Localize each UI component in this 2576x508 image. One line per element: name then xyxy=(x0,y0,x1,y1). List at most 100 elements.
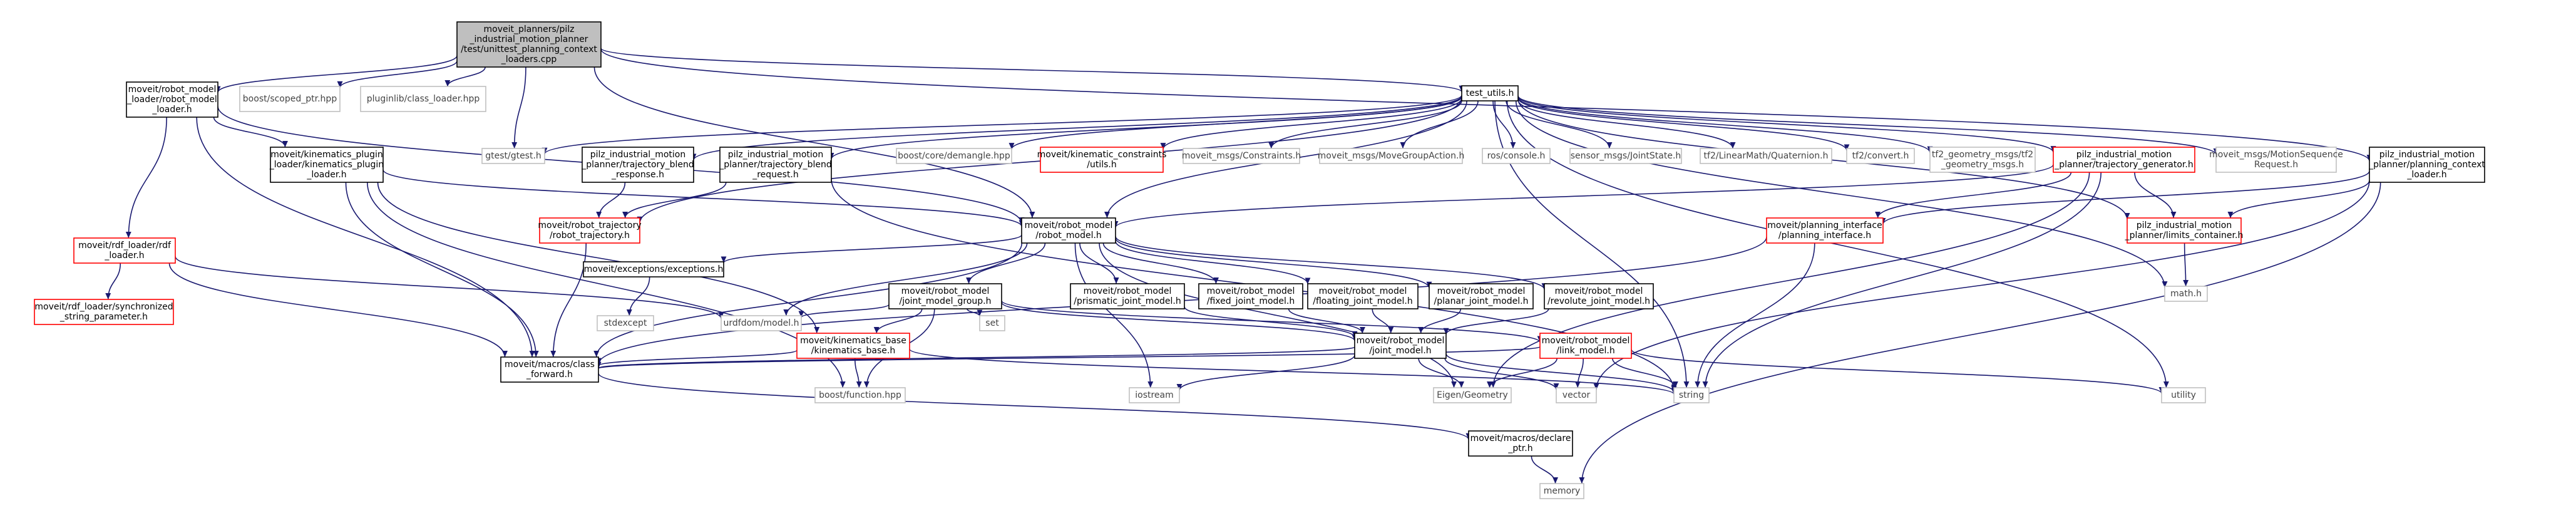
node-box xyxy=(1319,148,1463,164)
node-label: _loader.h xyxy=(2406,170,2446,180)
node-label: moveit/robot_model xyxy=(1084,286,1172,296)
node-boost-function[interactable]: boost/function.hpp xyxy=(814,387,906,403)
node-box xyxy=(1929,147,2036,173)
edge-joint_model-to-string xyxy=(1445,353,1677,393)
node-label: moveit/robot_model xyxy=(1025,220,1113,231)
node-rdf-loader[interactable]: moveit/rdf_loader/rdf_loader.h xyxy=(73,237,176,264)
edge-test_utils-to-gtest xyxy=(541,95,1462,155)
node-traj-blend-response[interactable]: pilz_industrial_motion_planner/trajector… xyxy=(581,147,694,183)
node-stdexcept[interactable]: stdexcept xyxy=(597,315,654,331)
node-box xyxy=(270,147,384,183)
node-label: _planner/trajectory_blend xyxy=(719,160,831,170)
node-test-utils[interactable]: test_utils.h xyxy=(1461,85,1519,101)
node-set[interactable]: set xyxy=(979,315,1005,331)
node-box xyxy=(814,387,906,403)
node-root[interactable]: moveit_planners/pilz_industrial_motion_p… xyxy=(456,21,602,68)
node-urdfdom-model[interactable]: urdfdom/model.h xyxy=(721,315,802,331)
edge-fixed_joint-to-joint_model xyxy=(1288,308,1365,334)
node-label: /test/unittest_planning_context xyxy=(461,44,597,54)
node-limits-container[interactable]: pilz_industrial_motion_planner/limits_co… xyxy=(2125,217,2244,244)
node-label: moveit/robot_model xyxy=(1437,286,1526,296)
node-box xyxy=(2215,147,2337,173)
edge-revolute_joint-to-joint_model xyxy=(1443,308,1549,335)
node-utility[interactable]: utility xyxy=(2161,387,2206,403)
node-label: gtest/gtest.h xyxy=(485,151,541,161)
edge-test_utils-to-demangle xyxy=(1008,96,1462,150)
node-exceptions[interactable]: moveit/exceptions/exceptions.h xyxy=(583,261,724,277)
node-memory[interactable]: memory xyxy=(1539,483,1584,499)
node-ros-console[interactable]: ros/console.h xyxy=(1482,148,1551,164)
node-constraints[interactable]: moveit_msgs/Constraints.h xyxy=(1182,148,1301,164)
node-tf2-geometry-msgs[interactable]: tf2_geometry_msgs/tf2_geometry_msgs.h xyxy=(1929,147,2036,173)
node-planning-context-loader[interactable]: pilz_industrial_motion_planner/planning_… xyxy=(2368,147,2485,183)
edge-joint_model-to-class_forward xyxy=(596,346,1355,369)
node-prismatic-joint[interactable]: moveit/robot_model/prismatic_joint_model… xyxy=(1070,283,1185,309)
node-label: moveit_msgs/MotionSequence xyxy=(2209,150,2343,160)
node-robot-model-loader[interactable]: moveit/robot_model_loader/robot_model_lo… xyxy=(126,81,218,118)
node-box xyxy=(1673,387,1710,403)
node-synchronized-string-param[interactable]: moveit/rdf_loader/synchronized_string_pa… xyxy=(34,299,174,325)
node-planning-interface[interactable]: moveit/planning_interface/planning_inter… xyxy=(1766,217,1884,244)
edge-root-to-robot_model_loader xyxy=(215,55,458,93)
node-scoped-ptr[interactable]: boost/scoped_ptr.hpp xyxy=(239,86,341,112)
node-label: math.h xyxy=(2170,289,2202,299)
edge-robot_model-to-prismatic_joint xyxy=(1079,242,1119,284)
node-label: moveit/planning_interface xyxy=(1767,220,1882,231)
node-label: /floating_joint_model.h xyxy=(1313,296,1412,306)
node-label: tf2/LinearMath/Quaternion.h xyxy=(1704,151,1829,161)
edge-test_utils-to-move_group_action xyxy=(1400,100,1479,149)
node-class-loader[interactable]: pluginlib/class_loader.hpp xyxy=(360,86,486,112)
node-move-group-action[interactable]: moveit_msgs/MoveGroupAction.h xyxy=(1318,148,1465,164)
node-kinematics-base[interactable]: moveit/kinematics_base/kinematics_base.h xyxy=(796,333,910,359)
edge-traj_generator-to-planning_interface xyxy=(1875,172,2072,219)
edge-robot_model-to-iostream xyxy=(1074,242,1154,388)
node-box xyxy=(1461,85,1519,101)
node-floating-joint[interactable]: moveit/robot_model/floating_joint_model.… xyxy=(1307,283,1419,309)
edge-planning_context_loader-to-planning_interface xyxy=(1880,170,2370,225)
node-kin-constraints-utils[interactable]: moveit/kinematic_constraints/utils.h xyxy=(1037,147,1167,173)
edge-root-to-test_utils xyxy=(600,48,1465,93)
node-tf2-quaternion[interactable]: tf2/LinearMath/Quaternion.h xyxy=(1700,148,1832,164)
node-gtest[interactable]: gtest/gtest.h xyxy=(481,148,545,164)
node-label: moveit/kinematics_base xyxy=(800,336,906,346)
edge-test_utils-to-ros_console xyxy=(1492,100,1516,149)
node-kinematics-plugin-loader[interactable]: moveit/kinematics_plugin_loader/kinemati… xyxy=(269,147,384,183)
node-label: pilz_industrial_motion xyxy=(2137,220,2232,231)
edge-planar_joint-to-joint_model xyxy=(1418,308,1462,334)
node-label: /planar_joint_model.h xyxy=(1434,296,1529,306)
node-label: moveit/macros/class xyxy=(505,360,595,370)
node-string[interactable]: string xyxy=(1673,387,1710,403)
node-box xyxy=(597,315,654,331)
node-link-model[interactable]: moveit/robot_model/link_model.h xyxy=(1539,333,1632,359)
node-math[interactable]: math.h xyxy=(2164,286,2208,302)
node-robot-model[interactable]: moveit/robot_model/robot_model.h xyxy=(1021,217,1116,244)
node-tf2-convert[interactable]: tf2/convert.h xyxy=(1846,148,1915,164)
node-joint-state[interactable]: sensor_msgs/JointState.h xyxy=(1569,148,1682,164)
node-fixed-joint[interactable]: moveit/robot_model/fixed_joint_model.h xyxy=(1198,283,1303,309)
node-class-forward[interactable]: moveit/macros/class_forward.h xyxy=(500,356,599,383)
node-traj-blend-request[interactable]: pilz_industrial_motion_planner/trajector… xyxy=(719,147,832,183)
node-label: _loader/kinematics_plugin xyxy=(269,160,384,170)
node-label: _request.h xyxy=(752,170,799,180)
node-robot-trajectory[interactable]: moveit/robot_trajectory/robot_trajectory… xyxy=(538,217,642,244)
node-demangle[interactable]: boost/core/demangle.hpp xyxy=(896,148,1012,164)
edge-robot_model-to-floating_joint xyxy=(1115,241,1311,284)
node-traj-generator[interactable]: pilz_industrial_motion_planner/trajector… xyxy=(2053,147,2195,173)
node-revolute-joint[interactable]: moveit/robot_model/revolute_joint_model.… xyxy=(1544,283,1654,309)
node-label: urdfdom/model.h xyxy=(724,318,799,328)
node-joint-model[interactable]: moveit/robot_model/joint_model.h xyxy=(1354,333,1447,359)
node-iostream[interactable]: iostream xyxy=(1129,387,1180,403)
node-label: _geometry_msgs.h xyxy=(1941,160,2024,170)
node-declare-ptr[interactable]: moveit/macros/declare_ptr.h xyxy=(1468,430,1573,457)
node-planar-joint[interactable]: moveit/robot_model/planar_joint_model.h xyxy=(1429,283,1534,309)
node-box xyxy=(2369,147,2485,183)
node-joint-model-group[interactable]: moveit/robot_model/joint_model_group.h xyxy=(888,283,1002,309)
edge-root-to-gtest xyxy=(511,66,526,149)
node-box xyxy=(1544,283,1654,309)
node-vector[interactable]: vector xyxy=(1556,387,1597,403)
node-label: _ptr.h xyxy=(1507,443,1532,454)
node-box xyxy=(1468,430,1573,457)
node-eigen-geometry[interactable]: Eigen/Geometry xyxy=(1433,387,1512,403)
node-label: memory xyxy=(1544,486,1581,496)
